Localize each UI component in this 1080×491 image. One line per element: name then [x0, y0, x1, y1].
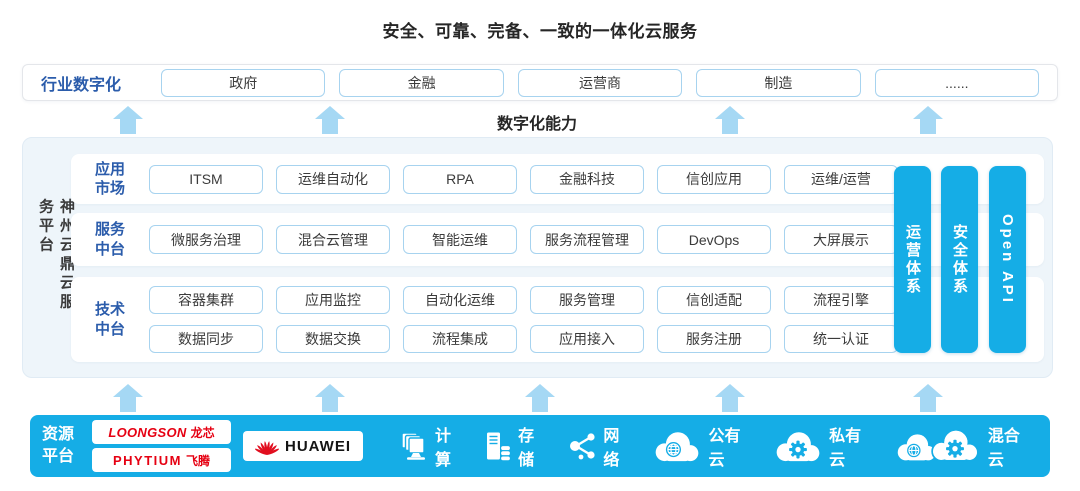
- tech-platform-items: 容器集群 应用监控 自动化运维 服务管理 信创适配 流程引擎 数据同步 数据交换…: [149, 286, 898, 353]
- platform-vertical-title: 神州云鼎云服务平台: [37, 197, 75, 312]
- public-cloud-icon: [652, 430, 702, 462]
- capability-box-automated-ops: 自动化运维: [403, 286, 517, 314]
- app-market-label: 应用市场: [95, 160, 126, 198]
- resource-item-storage: 存储: [484, 422, 549, 470]
- capability-box-ops-automation: 运维自动化: [276, 164, 390, 194]
- digital-capability-label: 数字化能力: [496, 116, 577, 133]
- capability-box-itsm: ITSM: [149, 164, 263, 194]
- industry-digitalization-row: 行业数字化 政府 金融 运营商 制造 ......: [22, 64, 1058, 101]
- page-title: 安全、可靠、完备、一致的一体化云服务: [382, 22, 698, 41]
- side-bar-operation-system: 运营体系: [894, 166, 931, 353]
- industry-item-more: ......: [874, 68, 1040, 97]
- up-arrow-icon: [525, 384, 555, 413]
- industry-items: 政府 金融 运营商 制造 ......: [161, 68, 1040, 97]
- capability-box-service-mgmt: 服务管理: [530, 286, 644, 314]
- industry-item-operator: 运营商: [517, 68, 683, 97]
- capability-box-service-process-mgmt: 服务流程管理: [530, 225, 644, 254]
- capability-box-rpa: RPA: [403, 164, 517, 194]
- capability-box-app-monitoring: 应用监控: [276, 286, 390, 314]
- resource-platform-band: 资源平台 LOONGSON 龙芯 PHYTIUM 飞腾: [30, 415, 1050, 477]
- capability-box-service-registry: 服务注册: [657, 325, 771, 353]
- industry-item-government: 政府: [161, 68, 326, 97]
- resource-label: 混合云: [987, 428, 1020, 469]
- private-cloud-icon: [773, 430, 823, 462]
- tech-platform-row: 技术中台 容器集群 应用监控 自动化运维 服务管理 信创适配 流程引擎 数据同步…: [71, 277, 1044, 362]
- phytium-logo: PHYTIUM 飞腾: [92, 448, 231, 472]
- up-arrow-icon: [315, 384, 345, 413]
- resource-item-hybrid-cloud: 混合云: [894, 422, 1034, 470]
- compute-icon: [399, 431, 429, 461]
- capability-box-data-sync: 数据同步: [149, 325, 263, 353]
- capability-box-microservice-gov: 微服务治理: [149, 225, 263, 254]
- cloud-service-platform-panel: 神州云鼎云服务平台 应用市场 ITSM 运维自动化 RPA 金融科技 信创应用 …: [22, 137, 1053, 378]
- huawei-flower-icon: [255, 436, 279, 456]
- industry-item-manufacturing: 制造: [696, 68, 861, 97]
- capability-box-aiops: 智能运维: [403, 225, 517, 254]
- capability-box-ops-operation: 运维/运营: [784, 164, 898, 194]
- tech-platform-label: 技术中台: [95, 301, 126, 338]
- up-arrow-icon: [913, 106, 943, 135]
- resource-item-compute: 计算: [399, 422, 466, 470]
- capability-box-data-exchange: 数据交换: [276, 325, 390, 353]
- network-icon: [567, 431, 597, 461]
- up-arrow-icon: [715, 106, 745, 135]
- industry-item-finance: 金融: [339, 68, 504, 97]
- resource-label: 公有云: [708, 428, 741, 469]
- resource-platform-label: 资源平台: [42, 426, 75, 465]
- hybrid-cloud-icon: [894, 429, 982, 463]
- resource-items: 计算: [399, 422, 1034, 470]
- app-market-row: 应用市场 ITSM 运维自动化 RPA 金融科技 信创应用 运维/运营: [71, 154, 1044, 204]
- service-platform-label: 服务中台: [95, 221, 126, 258]
- capability-box-xinchuang-adapt: 信创适配: [657, 286, 771, 314]
- side-bar-open-api: Open API: [989, 166, 1026, 353]
- capability-box-dashboard-display: 大屏展示: [784, 225, 898, 254]
- capability-box-xinchuang-app: 信创应用: [657, 164, 771, 194]
- resource-item-public-cloud: 公有云: [652, 422, 755, 470]
- capability-box-unified-auth: 统一认证: [784, 325, 898, 353]
- loongson-logo: LOONGSON 龙芯: [92, 420, 231, 444]
- up-arrow-icon: [113, 106, 143, 135]
- resource-label: 存储: [518, 428, 535, 469]
- side-bar-security-system: 安全体系: [941, 166, 978, 353]
- industry-row-label: 行业数字化: [41, 76, 122, 94]
- resource-item-private-cloud: 私有云: [773, 422, 876, 470]
- resource-item-network: 网络: [567, 422, 634, 470]
- resource-label: 私有云: [829, 428, 862, 469]
- huawei-logo: HUAWEI: [243, 431, 363, 461]
- storage-icon: [484, 431, 512, 461]
- capability-box-app-access: 应用接入: [530, 325, 644, 353]
- capability-box-fintech: 金融科技: [530, 164, 644, 194]
- up-arrow-icon: [913, 384, 943, 413]
- up-arrow-icon: [113, 384, 143, 413]
- resource-label: 计算: [435, 428, 452, 469]
- capability-box-hybrid-cloud-mgmt: 混合云管理: [276, 225, 390, 254]
- capability-box-container-cluster: 容器集群: [149, 286, 263, 314]
- app-market-items: ITSM 运维自动化 RPA 金融科技 信创应用 运维/运营: [149, 164, 898, 194]
- service-platform-row: 服务中台 微服务治理 混合云管理 智能运维 服务流程管理 DevOps 大屏展示: [71, 213, 1044, 266]
- up-arrow-icon: [715, 384, 745, 413]
- capability-box-process-engine: 流程引擎: [784, 286, 898, 314]
- service-platform-items: 微服务治理 混合云管理 智能运维 服务流程管理 DevOps 大屏展示: [149, 225, 898, 254]
- capability-box-devops: DevOps: [657, 225, 771, 254]
- up-arrow-icon: [315, 106, 345, 135]
- vendor-logos: LOONGSON 龙芯 PHYTIUM 飞腾: [92, 420, 231, 472]
- capability-box-process-integration: 流程集成: [403, 325, 517, 353]
- resource-label: 网络: [603, 428, 620, 469]
